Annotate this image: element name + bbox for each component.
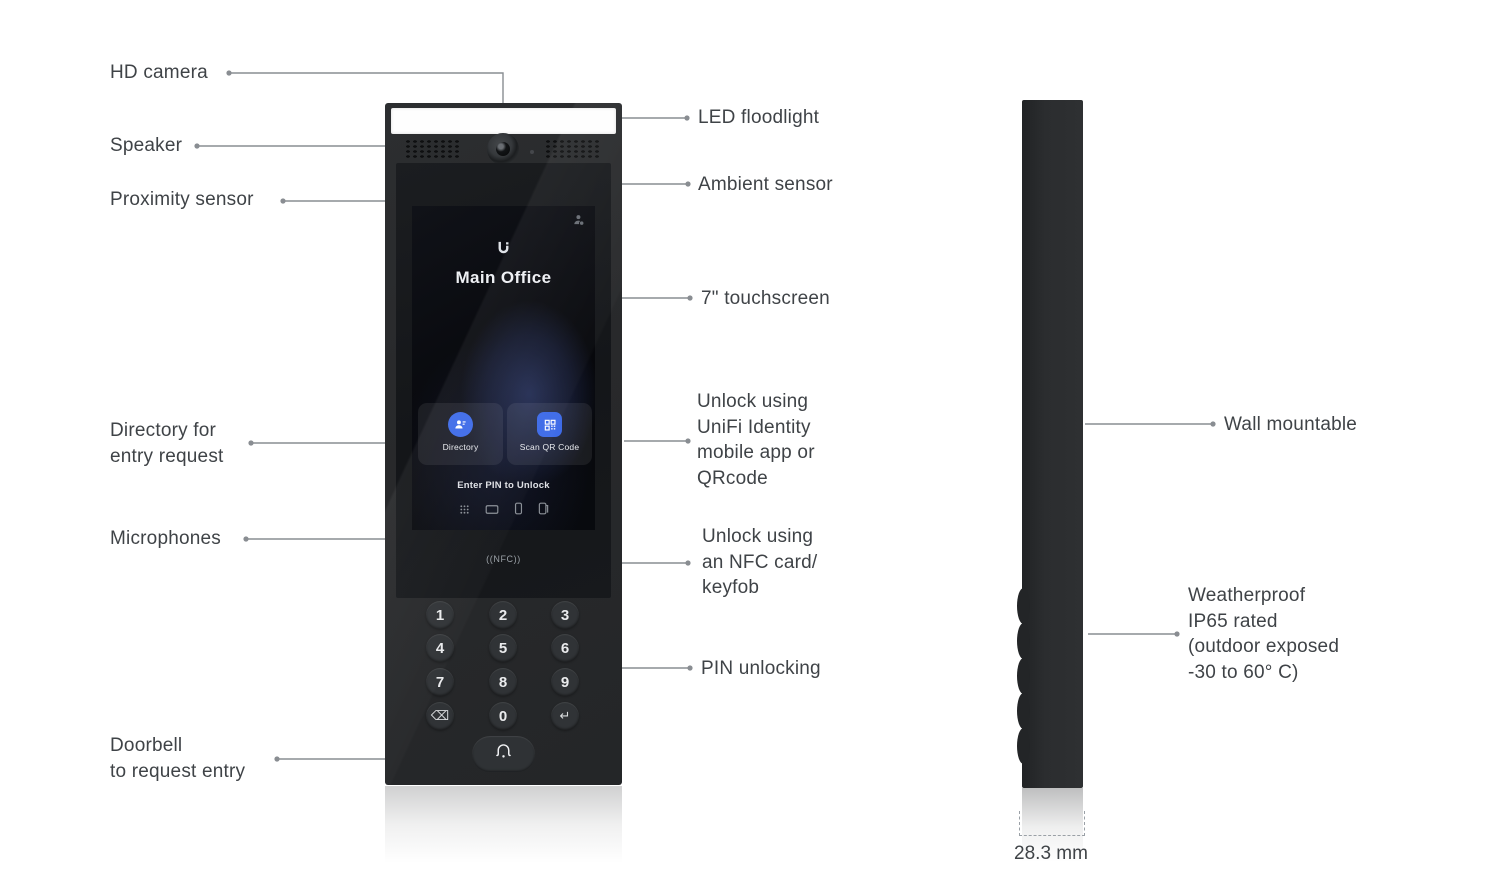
key-3: 3 [551,601,579,629]
bell-icon [493,741,514,767]
intercom-front-view: Main Office Directory [385,103,622,785]
label-directory: Directory for entry request [110,420,224,467]
touchscreen: Main Office Directory [412,206,595,530]
front-reflection [385,786,622,872]
screen-location-name: Main Office [455,268,552,287]
camera-icon [487,133,519,165]
directory-person-icon [448,412,473,437]
fob-icon [538,502,549,520]
directory-button: Directory [418,403,503,465]
led-floodlight-strip [391,108,616,134]
key-5: 5 [489,634,517,662]
label-unlock-nfc: Unlock using an NFC card/ keyfob [702,526,818,598]
directory-button-label: Directory [442,442,479,452]
ambient-sensor-dot [530,150,534,154]
key-7: 7 [426,668,454,696]
qr-code-icon [537,412,562,437]
speaker-grille-right [545,139,599,159]
side-reflection [1022,788,1083,866]
key-2: 2 [489,601,517,629]
label-ambient-sensor: Ambient sensor [698,174,833,195]
user-settings-icon [572,213,586,232]
enter-icon: ↵ [551,702,579,730]
nfc-indicator: ((NFC)) [486,554,521,564]
key-8: 8 [489,668,517,696]
thickness-measure-bracket [1019,811,1085,836]
label-hd-camera: HD camera [110,62,208,83]
scan-qr-button: Scan QR Code [507,403,592,465]
key-6: 6 [551,634,579,662]
ubiquiti-logo [412,239,595,256]
label-led-floodlight: LED floodlight [698,107,820,128]
card-icon [485,502,499,520]
front-glass-panel: Main Office Directory [396,163,611,598]
label-wall-mountable: Wall mountable [1224,414,1358,435]
label-pin-unlocking: PIN unlocking [701,658,821,679]
label-doorbell: Doorbell to request entry [110,735,246,782]
scan-qr-button-label: Scan QR Code [519,442,580,452]
label-speaker: Speaker [110,135,183,156]
label-microphones: Microphones [110,528,221,549]
doorbell-button [472,736,535,772]
label-weatherproof: Weatherproof IP65 rated (outdoor exposed… [1188,585,1340,683]
speaker-grille-left [405,139,459,159]
label-touchscreen: 7" touchscreen [701,288,830,309]
label-thickness: 28.3 mm [1014,843,1088,864]
label-proximity-sensor: Proximity sensor [110,189,254,210]
key-9: 9 [551,668,579,696]
key-4: 4 [426,634,454,662]
phone-icon [514,502,523,520]
intercom-side-view [1017,100,1083,788]
key-1: 1 [426,601,454,629]
backspace-icon: ⌫ [426,702,454,730]
enter-pin-hint: Enter PIN to Unlock [457,480,550,491]
label-unlock-app: Unlock using UniFi Identity mobile app o… [697,391,815,489]
keypad-grid-icon [459,502,470,520]
key-0: 0 [489,702,517,730]
